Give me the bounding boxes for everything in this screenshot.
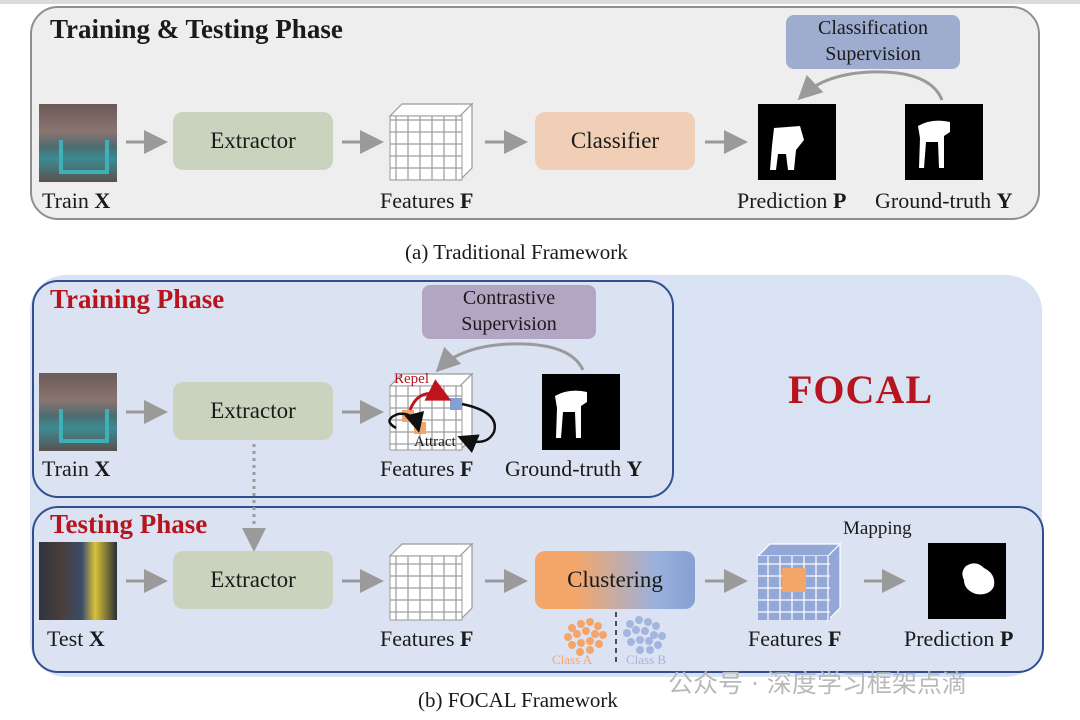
test-text: Test [47, 626, 84, 651]
prediction-mask-a [758, 104, 836, 180]
class-a-label: Class A [552, 652, 593, 667]
prediction-text: Prediction [737, 188, 828, 213]
gt-text-training: Ground-truth [505, 456, 622, 481]
panel-a-title: Training & Testing Phase [50, 14, 343, 44]
repel-label: Repel [394, 371, 429, 387]
training-phase-title: Training Phase [50, 284, 225, 314]
contrastive-line2: Supervision [461, 313, 557, 335]
gt-text: Ground-truth [875, 188, 992, 213]
train-x-label-b: Train X [42, 456, 110, 482]
ground-truth-y-label: Ground-truth Y [875, 188, 1012, 214]
features-f-label-testing: Features F [380, 626, 473, 652]
extractor-box-testing: Extractor [173, 551, 333, 609]
prediction-p-label: Prediction P [737, 188, 846, 214]
features-f-label: Features F [380, 188, 473, 214]
classifier-box: Classifier [535, 112, 695, 170]
ground-truth-mask-a [905, 104, 983, 180]
caption-b: (b) FOCAL Framework [418, 688, 618, 712]
testing-phase-title: Testing Phase [50, 509, 208, 539]
features-text-training: Features [380, 456, 455, 481]
extractor-box: Extractor [173, 112, 333, 170]
features-f-label-mapped: Features F [748, 626, 841, 652]
classification-supervision-box: Classification Supervision [786, 15, 960, 69]
train-text-b: Train [42, 456, 89, 481]
caption-a: (a) Traditional Framework [405, 240, 628, 264]
contrastive-line1: Contrastive [462, 287, 556, 309]
gt-var-training: Y [626, 456, 643, 481]
train-var: X [94, 188, 111, 213]
features-var-training: F [460, 456, 474, 481]
contrastive-supervision-box: Contrastive Supervision [422, 285, 596, 339]
focal-title: FOCAL [788, 367, 933, 412]
watermark: 公众号 · 深度学习框架点滴 [668, 669, 967, 698]
top-divider [0, 0, 1080, 4]
train-x-label: Train X [42, 188, 110, 214]
train-image [39, 104, 117, 182]
train-text: Train [42, 188, 89, 213]
class-b-label: Class B [626, 652, 667, 667]
features-f-label-training: Features F [380, 456, 473, 482]
feature-cube-a [388, 102, 474, 182]
prediction-var-b: P [999, 626, 1014, 651]
supervision-line2: Supervision [825, 43, 921, 65]
features-var-mapped: F [828, 626, 842, 651]
prediction-p-label-b: Prediction P [904, 626, 1013, 652]
supervision-line1: Classification [818, 17, 928, 39]
attract-label: Attract [414, 434, 456, 450]
prediction-var: P [832, 188, 847, 213]
ground-truth-y-label-training: Ground-truth Y [505, 456, 642, 482]
features-text-mapped: Features [748, 626, 823, 651]
gt-var: Y [996, 188, 1013, 213]
test-var: X [88, 626, 105, 651]
features-text: Features [380, 188, 455, 213]
features-var: F [460, 188, 474, 213]
test-image [39, 542, 117, 620]
train-image-b [39, 373, 117, 451]
panel-a-arrows [126, 70, 944, 154]
clustering-box: Clustering [535, 551, 695, 609]
mapping-label: Mapping [843, 518, 912, 539]
features-text-testing: Features [380, 626, 455, 651]
train-var-b: X [94, 456, 111, 481]
extractor-box-training: Extractor [173, 382, 333, 440]
prediction-text-b: Prediction [904, 626, 995, 651]
test-x-label: Test X [47, 626, 105, 652]
features-var-testing: F [460, 626, 474, 651]
